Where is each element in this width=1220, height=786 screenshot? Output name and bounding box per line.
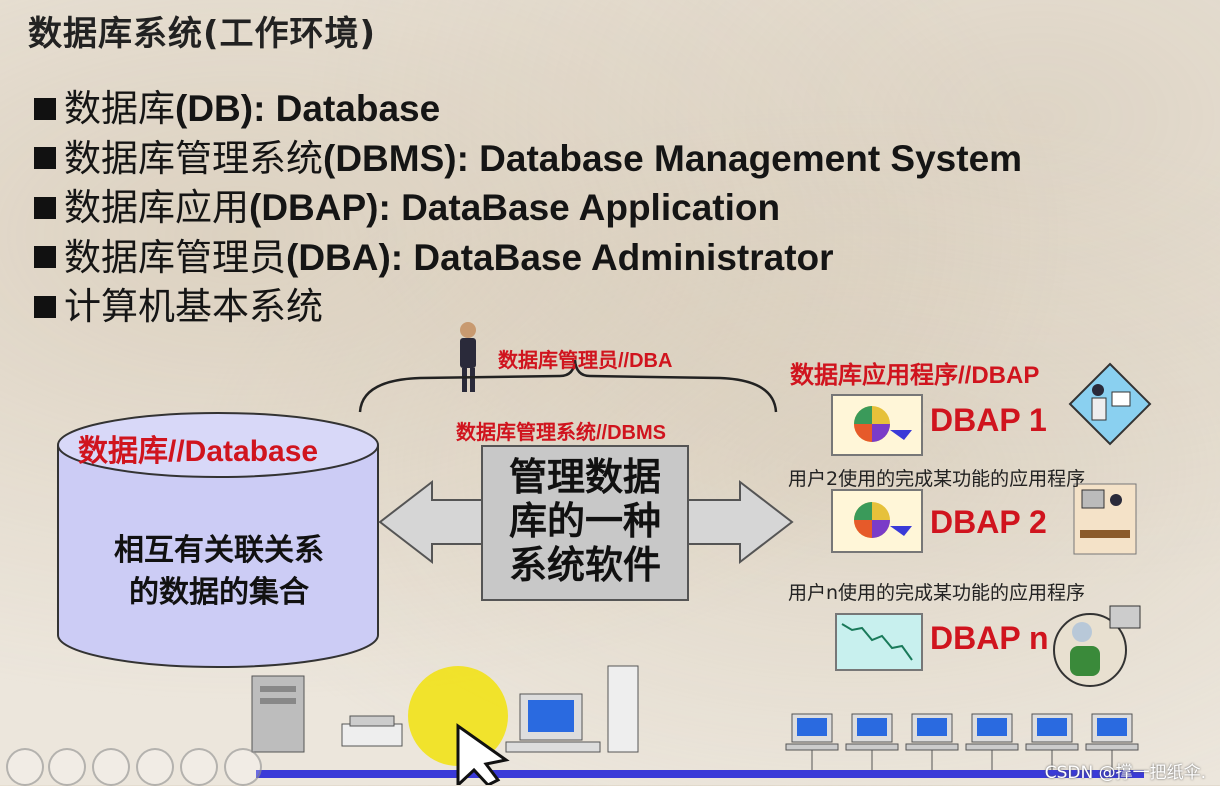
dbms-description: 管理数据 库的一种 系统软件 (508, 455, 661, 587)
more-options-button[interactable] (224, 748, 262, 786)
mouse-pointer-icon (456, 723, 510, 785)
bullet-item: 计算机基本系统 (34, 282, 1022, 332)
dbap-n-label: DBAP n (930, 620, 1049, 656)
next-slide-button[interactable] (48, 748, 86, 786)
server-tower-icon (251, 675, 305, 753)
dba-brace (358, 359, 778, 413)
dbms-label: 数据库管理系统//DBMS (456, 422, 666, 444)
database-description: 相互有关联关系 的数据的集合 (114, 533, 324, 610)
bullet-item: 数据库(DB): Database (34, 84, 1022, 134)
bullet-square-icon (34, 295, 56, 318)
prev-slide-button[interactable] (6, 748, 44, 786)
watermark: CSDN @撑一把纸伞. (1044, 763, 1206, 783)
client-computers (785, 713, 1139, 770)
bullet-square-icon (34, 97, 56, 120)
slides-grid-button[interactable] (136, 748, 174, 786)
dba-label: 数据库管理员//DBA (498, 350, 673, 372)
network-bus (256, 770, 1144, 778)
line-chart-thumbnail (835, 613, 923, 671)
printer-icon (341, 715, 403, 747)
bullet-item: 数据库管理员(DBA): DataBase Administrator (34, 233, 1022, 283)
workstation-icon (505, 665, 639, 753)
bullet-square-icon (34, 147, 56, 170)
dbap-2-label: DBAP 2 (930, 504, 1047, 540)
pen-tool-button[interactable] (92, 748, 130, 786)
bullet-item: 数据库应用(DBAP): DataBase Application (34, 183, 1022, 233)
bullet-list: 数据库(DB): Database 数据库管理系统(DBMS): Databas… (34, 84, 1022, 332)
dbap-1-description: 用户2使用的完成某功能的应用程序 (788, 468, 1086, 490)
bullet-square-icon (34, 246, 56, 269)
dbap-1-label: DBAP 1 (930, 402, 1047, 438)
slide-title: 数据库系统(工作环境) (28, 14, 377, 54)
dbap-2-description: 用户n使用的完成某功能的应用程序 (788, 582, 1086, 604)
user-on-phone-icon (1053, 605, 1141, 687)
pie-chart-thumbnail-2 (831, 489, 923, 553)
dbap-label: 数据库应用程序//DBAP (790, 362, 1040, 389)
database-label: 数据库//Database (78, 435, 319, 468)
dba-person-icon (460, 322, 476, 392)
bullet-item: 数据库管理系统(DBMS): Database Management Syste… (34, 134, 1022, 184)
user-at-computer-icon (1068, 362, 1152, 446)
user-at-desk-icon (1073, 483, 1137, 555)
database-cylinder-icon (57, 412, 379, 668)
zoom-button[interactable] (180, 748, 218, 786)
cursor-highlight (408, 666, 508, 766)
bullet-square-icon (34, 196, 56, 219)
dbms-box (481, 445, 689, 601)
pie-chart-thumbnail-1 (831, 394, 923, 456)
